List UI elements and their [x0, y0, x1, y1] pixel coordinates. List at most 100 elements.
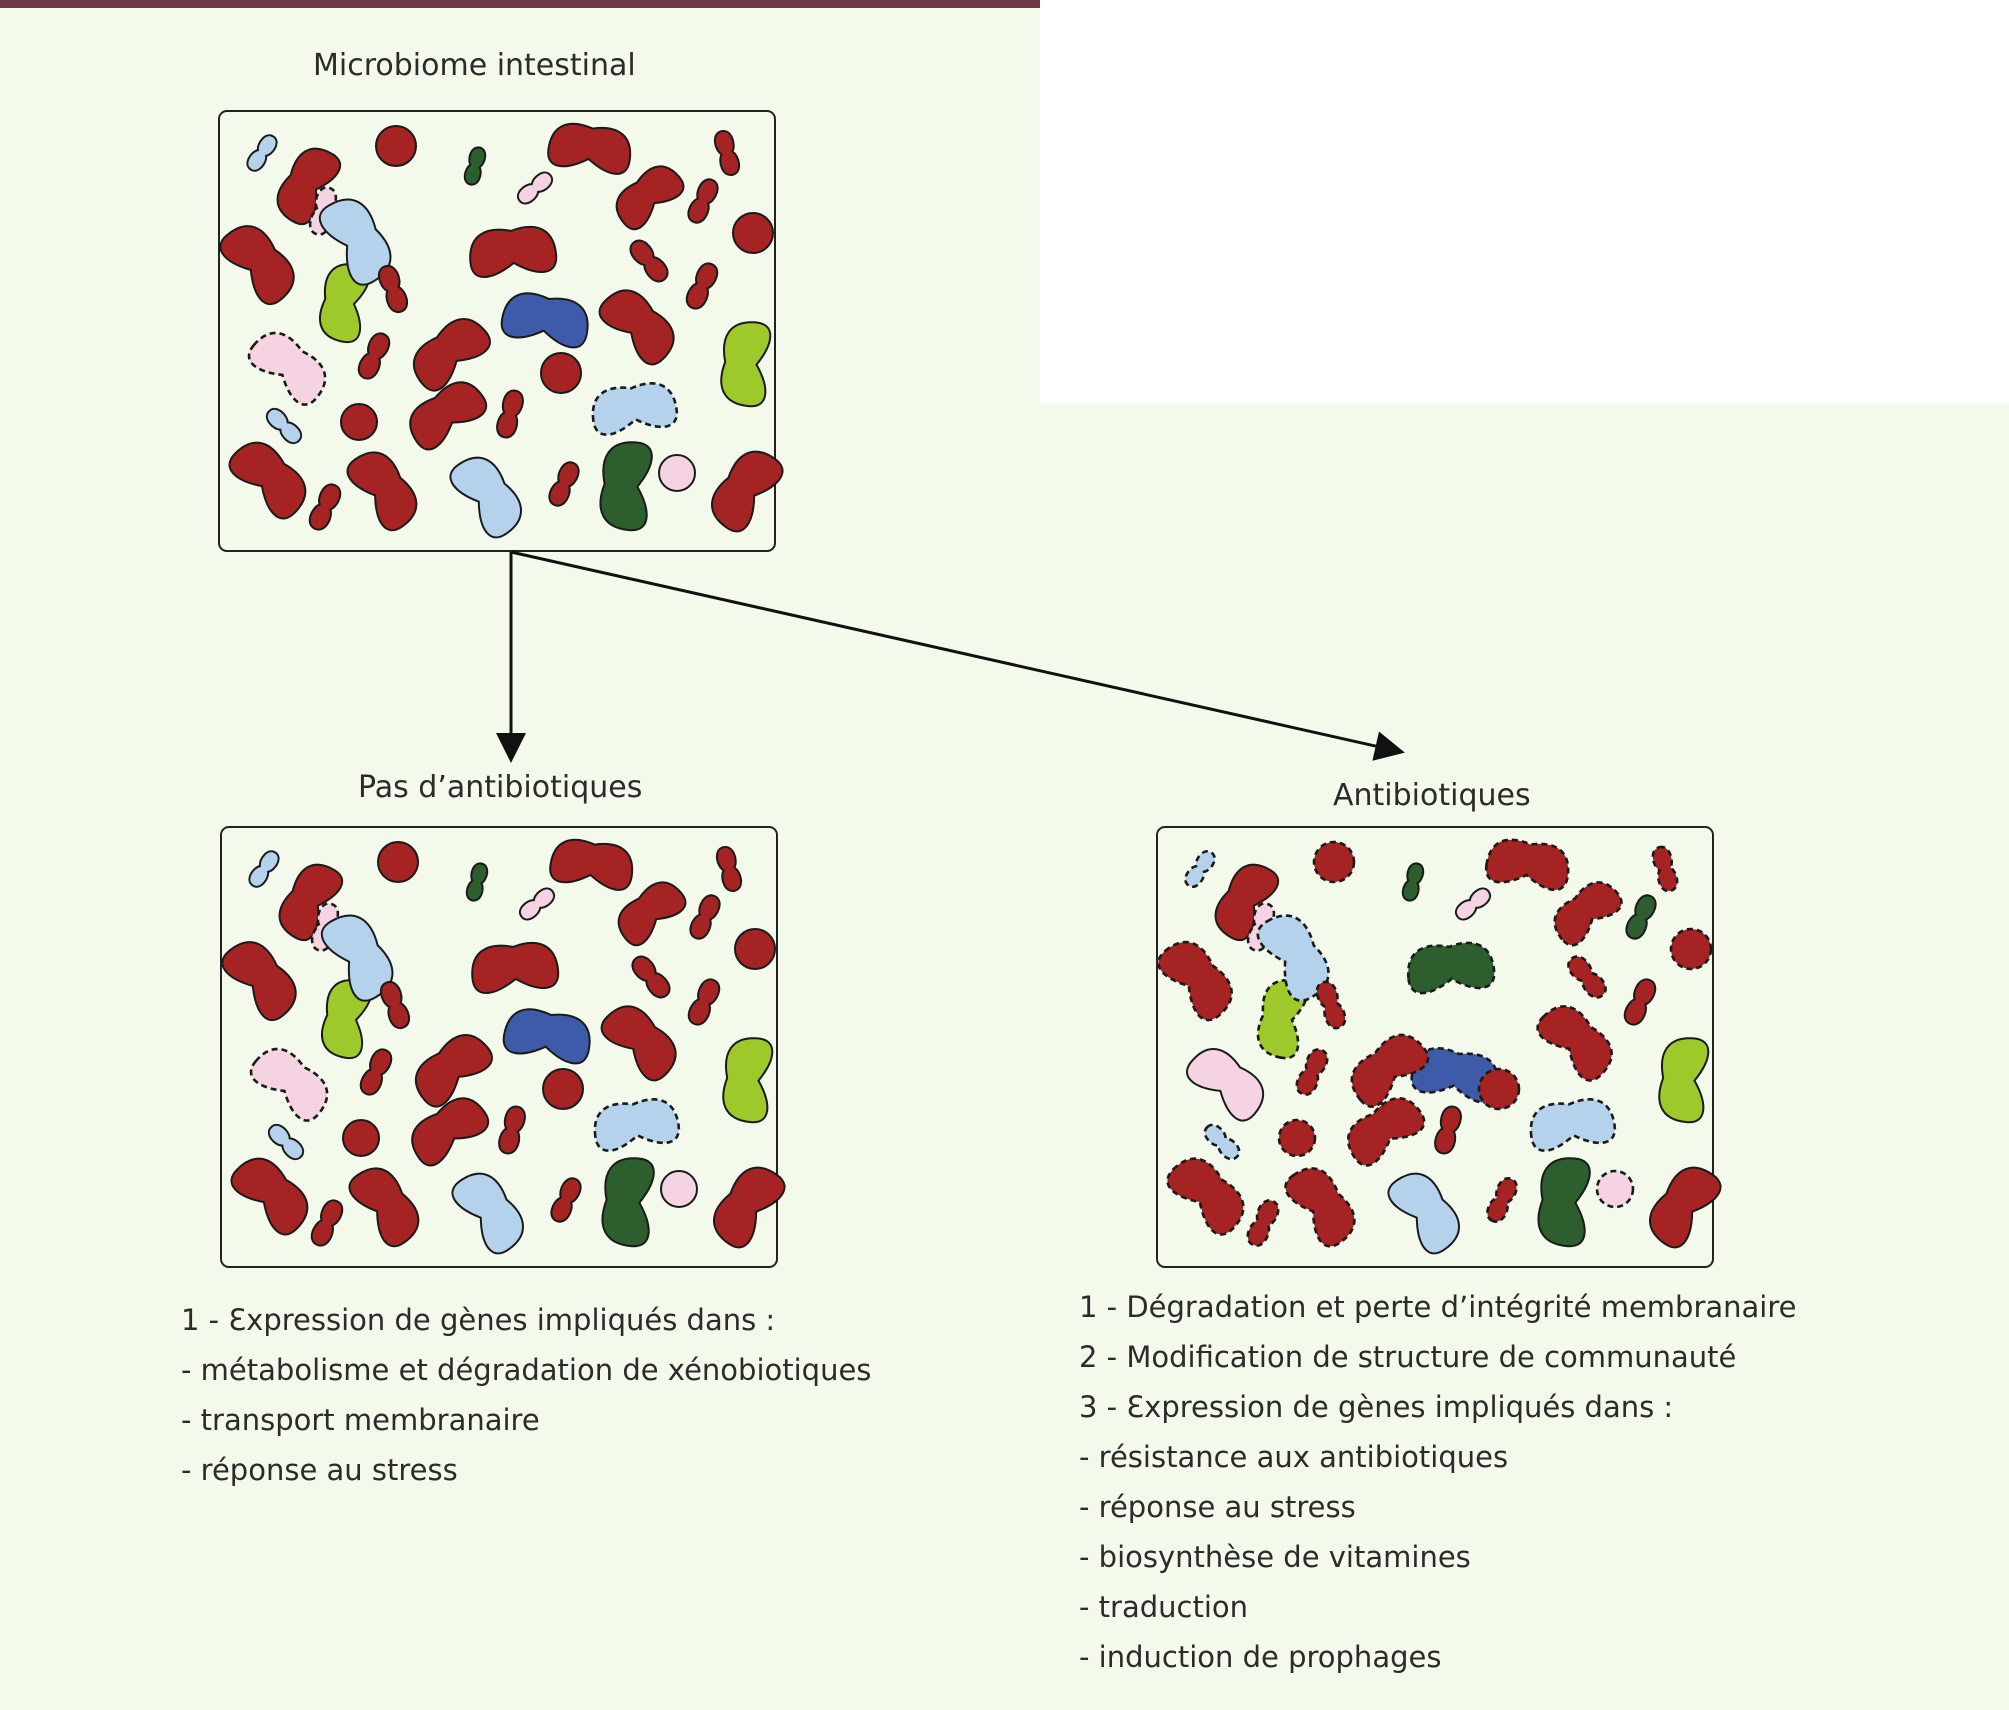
top-rule	[0, 0, 1040, 8]
bacterium-red	[230, 1157, 309, 1236]
note-line: - réponse au stress	[1079, 1490, 1356, 1524]
bacterium-red	[412, 317, 491, 392]
bacterium-light-blue	[318, 198, 392, 286]
bacterium-light-blue	[1184, 850, 1216, 888]
bacterium-red	[547, 122, 632, 175]
bacterium-pink	[249, 1047, 329, 1122]
bacterium-red	[1485, 838, 1570, 892]
note-line: - biosynthèse de vitamines	[1079, 1540, 1471, 1574]
bacterium-red	[375, 125, 417, 167]
label-pas-antibiotiques: Pas d’antibiotiques	[358, 770, 643, 805]
bacterium-red	[549, 838, 634, 891]
bacterium-pink	[660, 1170, 698, 1208]
bacterium-red	[346, 451, 418, 532]
bacterium-red	[1277, 1118, 1317, 1158]
note-line: 1 - Dégradation et perte d’intégrité mem…	[1079, 1290, 1797, 1324]
bacterium-red	[687, 178, 719, 224]
bacterium-red	[615, 165, 685, 231]
bacterium-red	[379, 980, 411, 1030]
bacterium-red	[540, 352, 582, 394]
bacterium-pink	[519, 887, 555, 921]
bacterium-red	[411, 1097, 490, 1167]
bacteria-group-top	[219, 122, 784, 539]
bacterium-red	[498, 1105, 526, 1155]
bacterium-red	[348, 1167, 420, 1248]
bacterium-red	[713, 130, 741, 176]
label-antibiotiques: Antibiotiques	[1333, 778, 1531, 813]
bacterium-red	[342, 1119, 380, 1157]
bacterium-red	[1284, 1167, 1356, 1248]
bacterium-red	[308, 483, 342, 531]
note-line: 2 - Modification de structure de communa…	[1079, 1340, 1737, 1374]
bacterium-red	[471, 942, 560, 994]
bacterium-red	[496, 389, 524, 439]
bacteria-group-left	[221, 838, 786, 1255]
bacterium-red	[1434, 1105, 1462, 1155]
note-line: - traduction	[1079, 1590, 1249, 1624]
bacterium-red	[1477, 1067, 1521, 1111]
bacterium-light-blue	[591, 382, 679, 436]
bacterium-red	[598, 289, 675, 366]
bacterium-red	[359, 1048, 393, 1096]
bacterium-light-blue	[267, 1123, 305, 1161]
bacterium-red	[1350, 1033, 1430, 1108]
bacterium-red	[1157, 940, 1233, 1022]
bacterium-red	[685, 262, 719, 310]
bacterium-dark-green	[1537, 1157, 1591, 1248]
bacterium-red	[1295, 1048, 1329, 1096]
bacterium-blue	[500, 292, 589, 349]
bacterium-pink	[1186, 1047, 1265, 1122]
bacterium-red	[377, 841, 419, 883]
bacterium-pink	[247, 331, 327, 406]
bacterium-light-blue	[1256, 914, 1330, 1002]
note-line: - transport membranaire	[181, 1403, 540, 1437]
bacterium-red	[219, 225, 295, 306]
bacterium-red	[414, 1033, 493, 1108]
bacterium-light-blue	[320, 914, 394, 1002]
notes-antibiotiques: 1 - Dégradation et perte d’intégrité mem…	[1079, 1282, 1796, 1682]
bacterium-dark-green	[1625, 894, 1657, 940]
bacterium-red	[228, 441, 307, 520]
bacterium-dark-green	[463, 146, 487, 186]
bacterium-red	[357, 332, 391, 380]
bacterium-light-green	[1658, 1037, 1710, 1124]
bacterium-blue	[502, 1008, 591, 1065]
note-line: - induction de prophages	[1079, 1640, 1442, 1674]
bacterium-red	[550, 1177, 582, 1223]
box-pas-antibiotiques	[220, 826, 778, 1268]
bacterium-red	[377, 264, 409, 314]
bacterium-red	[1312, 840, 1356, 884]
bacterium-red	[732, 212, 774, 254]
bacterium-light-blue	[1387, 1172, 1460, 1255]
bacterium-red	[340, 403, 378, 441]
bacterium-pink	[658, 454, 696, 492]
bacterium-light-blue	[248, 850, 280, 888]
box-antibiotiques	[1156, 826, 1714, 1268]
bacterium-red	[1346, 1097, 1426, 1167]
bacterium-light-blue	[449, 456, 522, 539]
bacterium-red	[1246, 1199, 1280, 1247]
bacterium-red	[1553, 881, 1623, 947]
bacterium-dark-green	[465, 862, 489, 902]
bacterium-red	[711, 450, 784, 533]
bacterium-red	[1166, 1157, 1245, 1236]
note-line: 1 - Ɛxpression de gènes impliqués dans :	[181, 1303, 776, 1337]
bacterium-dark-green	[1407, 941, 1496, 995]
bacterium-red	[734, 928, 776, 970]
bacteria-group-right	[1157, 838, 1722, 1255]
bacterium-red	[1536, 1005, 1613, 1082]
bacterium-dark-green	[601, 1157, 655, 1248]
bacterium-red	[1623, 978, 1657, 1026]
bacterium-light-green	[720, 321, 772, 408]
bacterium-red	[687, 978, 721, 1026]
bacterium-red	[542, 1068, 584, 1110]
arrow-to-antibiotiques	[510, 550, 1405, 761]
bacterium-red	[600, 1005, 677, 1082]
bacterium-light-blue	[246, 134, 278, 172]
bacterium-red	[617, 881, 687, 947]
bacterium-pink	[517, 171, 553, 205]
bacterium-red	[715, 846, 743, 892]
bacterium-red	[409, 381, 488, 451]
note-line: 3 - Ɛxpression de gènes impliqués dans :	[1079, 1390, 1674, 1424]
